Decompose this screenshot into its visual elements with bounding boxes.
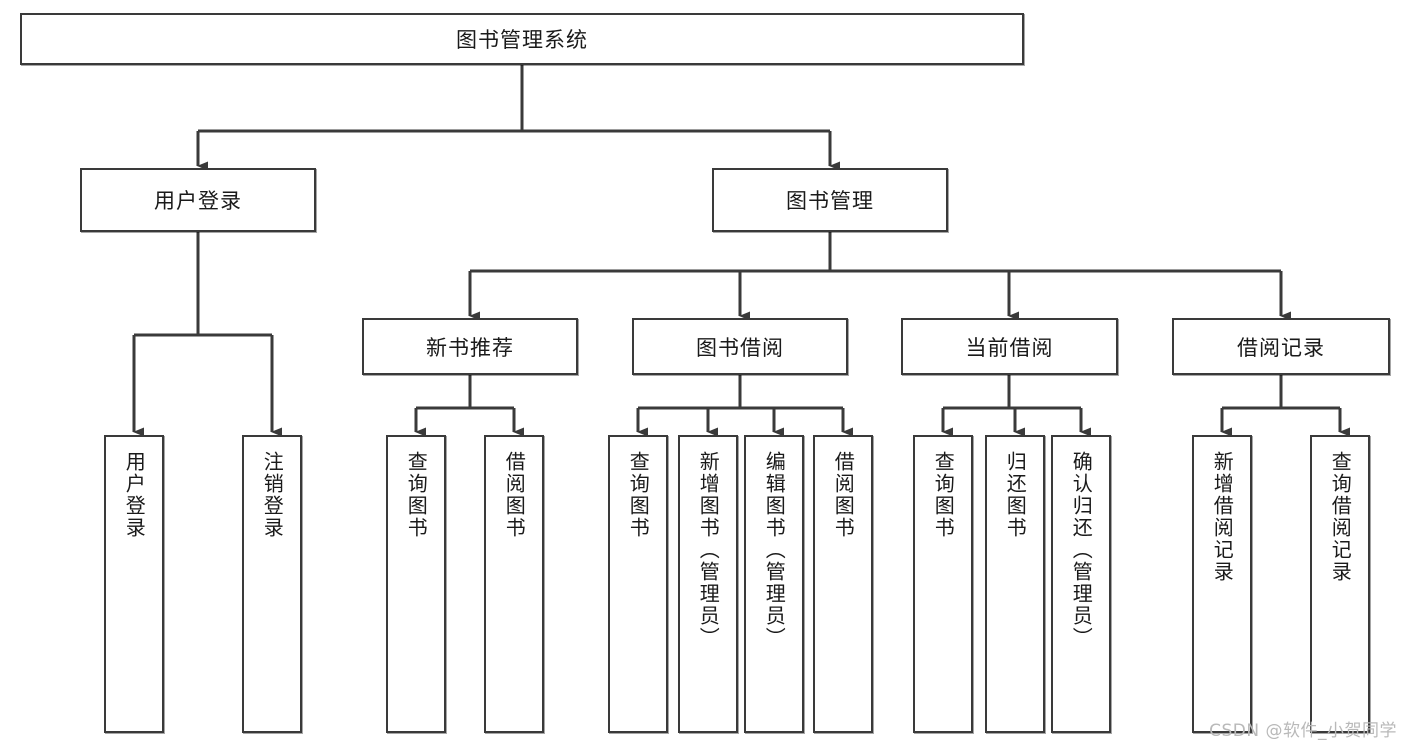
node-leaf-borrow-book-2-label: 借阅图书 — [831, 451, 856, 539]
node-leaf-query-borrow-record[interactable]: 查询借阅记录 — [1310, 435, 1370, 733]
node-book-borrow-label: 图书借阅 — [696, 335, 784, 360]
node-user-login-label: 用户登录 — [154, 189, 242, 213]
node-leaf-query-book-1[interactable]: 查询图书 — [386, 435, 446, 733]
node-leaf-add-borrow-record-label: 新增借阅记录 — [1210, 451, 1235, 583]
node-leaf-borrow-book-1[interactable]: 借阅图书 — [484, 435, 544, 733]
node-book-manage-label: 图书管理 — [786, 189, 874, 213]
node-leaf-borrow-book-2[interactable]: 借阅图书 — [813, 435, 873, 733]
node-leaf-add-book-admin-label: 新增图书（管理员） — [696, 451, 721, 649]
node-root-system[interactable]: 图书管理系统 — [20, 13, 1024, 65]
node-leaf-confirm-return-admin-label: 确认归还（管理员） — [1069, 451, 1094, 649]
node-leaf-user-login[interactable]: 用户登录 — [104, 435, 164, 733]
node-borrow-record-label: 借阅记录 — [1237, 335, 1325, 360]
node-current-borrow[interactable]: 当前借阅 — [901, 318, 1118, 375]
node-leaf-edit-book-admin-label: 编辑图书（管理员） — [762, 451, 787, 649]
node-new-book-recommend-label: 新书推荐 — [426, 335, 514, 360]
node-leaf-query-book-3-label: 查询图书 — [931, 451, 956, 539]
node-leaf-user-logout[interactable]: 注销登录 — [242, 435, 302, 733]
node-leaf-borrow-book-1-label: 借阅图书 — [502, 451, 527, 539]
node-borrow-record[interactable]: 借阅记录 — [1172, 318, 1390, 375]
node-leaf-user-logout-label: 注销登录 — [260, 451, 285, 539]
node-leaf-query-book-2[interactable]: 查询图书 — [608, 435, 668, 733]
node-leaf-query-book-2-label: 查询图书 — [626, 451, 651, 539]
node-leaf-return-book[interactable]: 归还图书 — [985, 435, 1045, 733]
node-leaf-return-book-label: 归还图书 — [1003, 451, 1028, 539]
node-leaf-confirm-return-admin[interactable]: 确认归还（管理员） — [1051, 435, 1111, 733]
node-book-manage[interactable]: 图书管理 — [712, 168, 948, 232]
node-new-book-recommend[interactable]: 新书推荐 — [362, 318, 578, 375]
node-current-borrow-label: 当前借阅 — [965, 335, 1054, 360]
node-leaf-query-book-3[interactable]: 查询图书 — [913, 435, 973, 733]
node-leaf-add-book-admin[interactable]: 新增图书（管理员） — [678, 435, 738, 733]
node-book-borrow[interactable]: 图书借阅 — [632, 318, 848, 375]
node-leaf-edit-book-admin[interactable]: 编辑图书（管理员） — [744, 435, 804, 733]
node-root-label: 图书管理系统 — [456, 28, 588, 52]
node-leaf-add-borrow-record[interactable]: 新增借阅记录 — [1192, 435, 1252, 733]
node-user-login[interactable]: 用户登录 — [80, 168, 316, 232]
node-leaf-query-borrow-record-label: 查询借阅记录 — [1328, 451, 1353, 583]
node-leaf-query-book-1-label: 查询图书 — [404, 451, 429, 539]
node-leaf-user-login-label: 用户登录 — [122, 451, 147, 539]
